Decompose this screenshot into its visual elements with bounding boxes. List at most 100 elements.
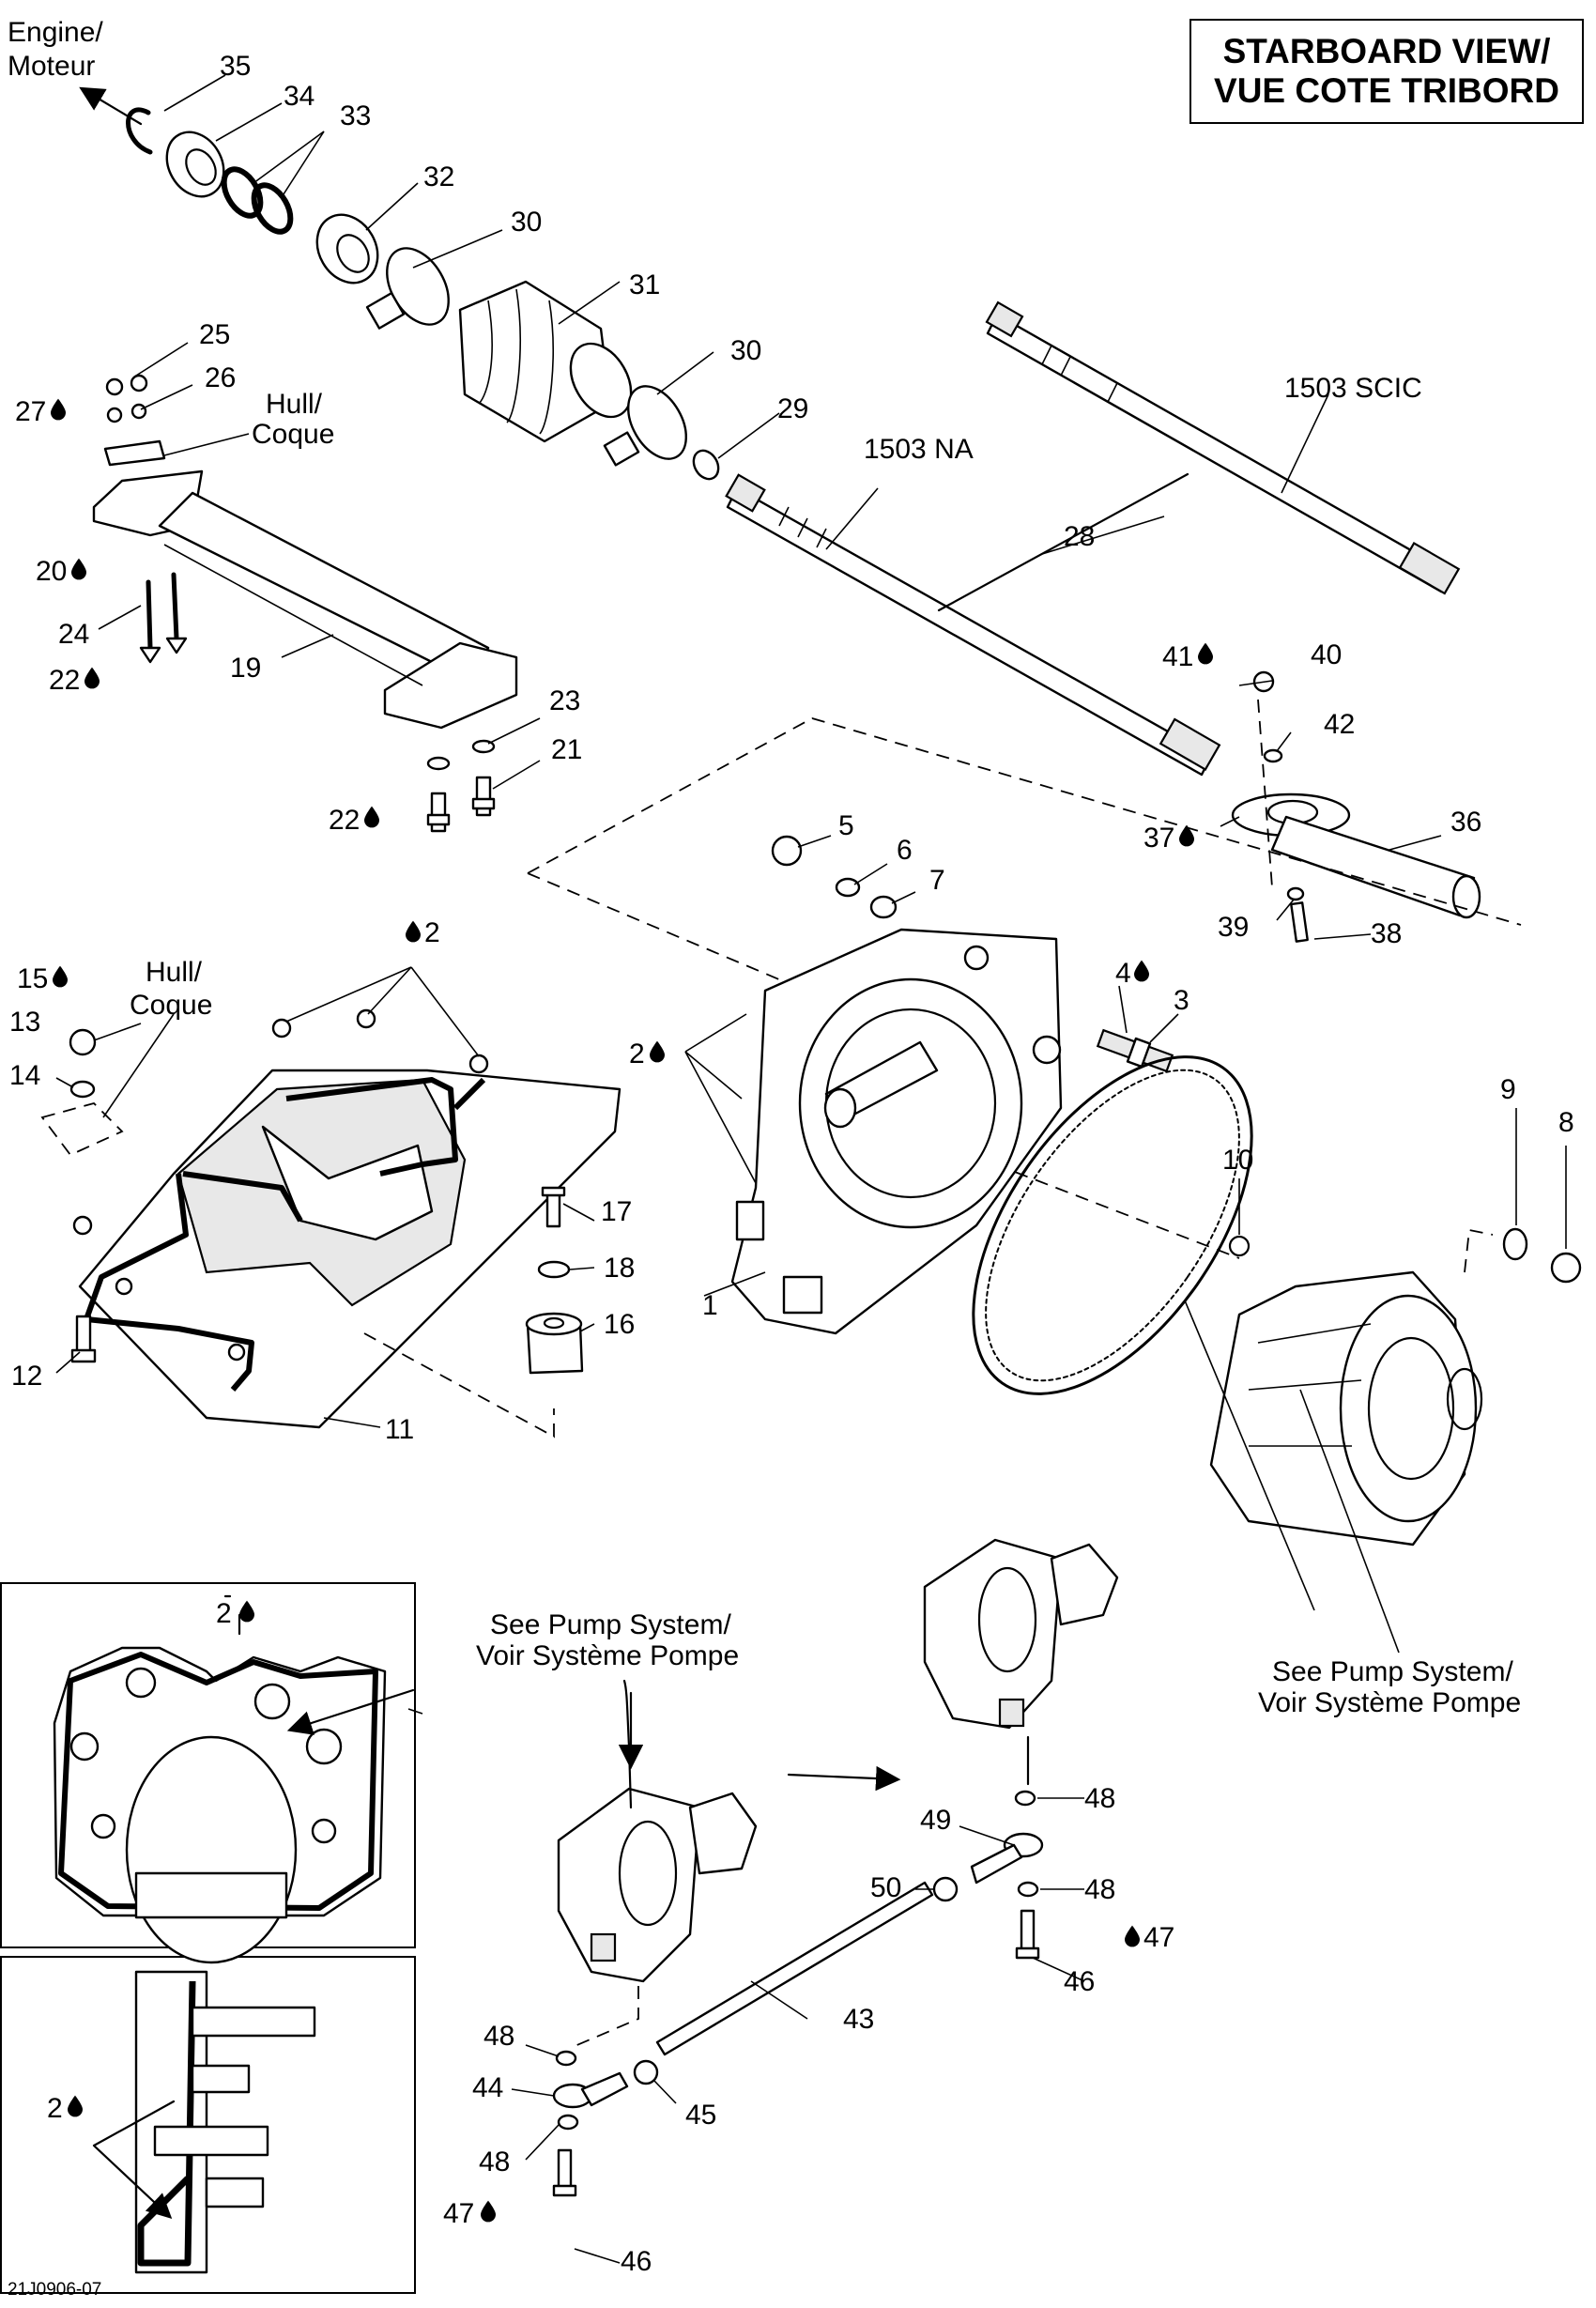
inset-seal-front-drawing — [53, 1646, 387, 1964]
callout-30a: 30 — [511, 207, 542, 238]
drop-icon — [68, 2095, 83, 2117]
callout-35: 35 — [220, 51, 251, 82]
part-46-screw-left — [552, 2148, 577, 2197]
callout-43: 43 — [843, 2004, 874, 2035]
drawing-code: 21J0906-07 — [8, 2280, 102, 2300]
inset-seal-side-drawing — [92, 1970, 316, 2274]
callout-1: 1 — [702, 1290, 718, 1321]
part-25-nuts — [105, 374, 148, 396]
callout-2a: 2 — [629, 1039, 645, 1069]
part-16-mount — [525, 1312, 584, 1375]
part-6-washer — [835, 877, 861, 898]
callout-9: 9 — [1500, 1074, 1516, 1105]
part-3-stud — [1096, 1028, 1174, 1073]
part-21-screws — [426, 776, 496, 833]
drop-icon — [51, 398, 66, 421]
part-1-housing — [730, 928, 1063, 1335]
part-11-plate — [72, 1008, 622, 1429]
part-46-screw-right — [1015, 1909, 1040, 1960]
part-42-washer — [1263, 748, 1283, 763]
leader-lines — [55, 74, 1567, 2264]
hull-left-note-line1: Hull/ — [146, 957, 203, 988]
shaft-scic-label: 1503 SCIC — [1284, 373, 1422, 404]
callout-18: 18 — [604, 1253, 635, 1284]
callout-3: 3 — [1174, 985, 1189, 1016]
part-33-orings — [221, 166, 294, 235]
part-nozzle-lower — [557, 1787, 758, 1983]
part-7-washer — [869, 895, 898, 919]
drop-icon — [53, 965, 68, 988]
callout-10: 10 — [1222, 1145, 1253, 1176]
drop-icon — [84, 667, 100, 689]
callout-29: 29 — [777, 393, 808, 424]
drop-icon — [1125, 1925, 1140, 1947]
pump-right-note-line2: Voir Système Pompe — [1258, 1687, 1521, 1718]
part-12-screw — [70, 1315, 97, 1363]
part-48-washers-left — [555, 2050, 579, 2131]
callout-49: 49 — [920, 1805, 951, 1836]
callout-17: 17 — [601, 1196, 632, 1227]
callout-50: 50 — [870, 1872, 901, 1903]
part-14-washer — [69, 1080, 96, 1099]
part-8-nut — [1550, 1252, 1582, 1284]
callout-5: 5 — [838, 810, 854, 841]
drop-icon — [239, 1600, 254, 1623]
engine-note-line1: Engine/ — [8, 17, 103, 48]
pump-left-note-line1: See Pump System/ — [490, 1609, 731, 1640]
callout-47b: 47 — [443, 2198, 474, 2229]
part-26-washers — [106, 403, 147, 423]
part-28-shaft-na — [725, 473, 1221, 777]
part-17-screw — [541, 1186, 566, 1228]
part-45-nut — [633, 2059, 659, 2085]
part-50-nut — [932, 1876, 959, 1902]
hull-left-note-line2: Coque — [130, 990, 212, 1021]
callout-36: 36 — [1450, 807, 1481, 838]
callout-48a: 48 — [1084, 1783, 1115, 1814]
callout-20: 20 — [36, 556, 67, 587]
callout-21: 21 — [551, 734, 582, 765]
part-18-washer — [537, 1260, 571, 1279]
callout-39: 39 — [1218, 912, 1249, 943]
callout-23: 23 — [549, 685, 580, 716]
callout-14: 14 — [9, 1060, 40, 1091]
part-30-clamp-upper — [365, 247, 450, 330]
engine-note-line2: Moteur — [8, 51, 95, 82]
drop-icon — [1134, 960, 1149, 982]
callout-38: 38 — [1371, 918, 1402, 949]
view-title-box: STARBOARD VIEW/ VUE COTE TRIBORD — [1189, 19, 1584, 124]
part-callouts: 35 34 33 32 30 31 30 29 25 26 27 20 24 2… — [9, 51, 1574, 2277]
part-43-rod — [655, 1881, 934, 2056]
drop-icon — [406, 920, 421, 943]
callout-47a: 47 — [1143, 1922, 1174, 1953]
pump-left-note-line2: Voir Système Pompe — [476, 1640, 739, 1671]
part-ring-gear — [972, 1055, 1253, 1395]
callout-31: 31 — [629, 269, 660, 300]
callout-6: 6 — [897, 835, 913, 866]
part-39-washer — [1286, 886, 1305, 901]
hull-top-note-line2: Coque — [252, 419, 334, 450]
callout-15: 15 — [17, 963, 48, 994]
part-29-ring — [692, 449, 720, 481]
part-48-washers-right — [1014, 1790, 1039, 1898]
callout-40: 40 — [1311, 639, 1342, 670]
part-28-shaft-scic — [985, 300, 1461, 595]
view-title-line2: VUE COTE TRIBORD — [1214, 71, 1559, 110]
callout-4: 4 — [1115, 958, 1131, 989]
part-24-screws — [139, 572, 188, 664]
part-19-support — [92, 469, 518, 730]
callout-34: 34 — [284, 81, 315, 112]
callout-42: 42 — [1324, 709, 1355, 740]
callout-46b: 46 — [621, 2246, 652, 2277]
drop-icon — [1198, 642, 1213, 665]
callout-28: 28 — [1064, 521, 1095, 552]
drop-icon — [650, 1040, 665, 1063]
part-pump-housing — [1209, 1270, 1483, 1546]
callout-13: 13 — [9, 1007, 40, 1038]
part-5-nut — [771, 835, 803, 867]
view-title-line1: STARBOARD VIEW/ — [1222, 32, 1551, 70]
part-38-screw — [1290, 901, 1309, 943]
part-9-washer — [1502, 1227, 1528, 1261]
callout-25: 25 — [199, 319, 230, 350]
shaft-na-label: 1503 NA — [864, 434, 974, 465]
